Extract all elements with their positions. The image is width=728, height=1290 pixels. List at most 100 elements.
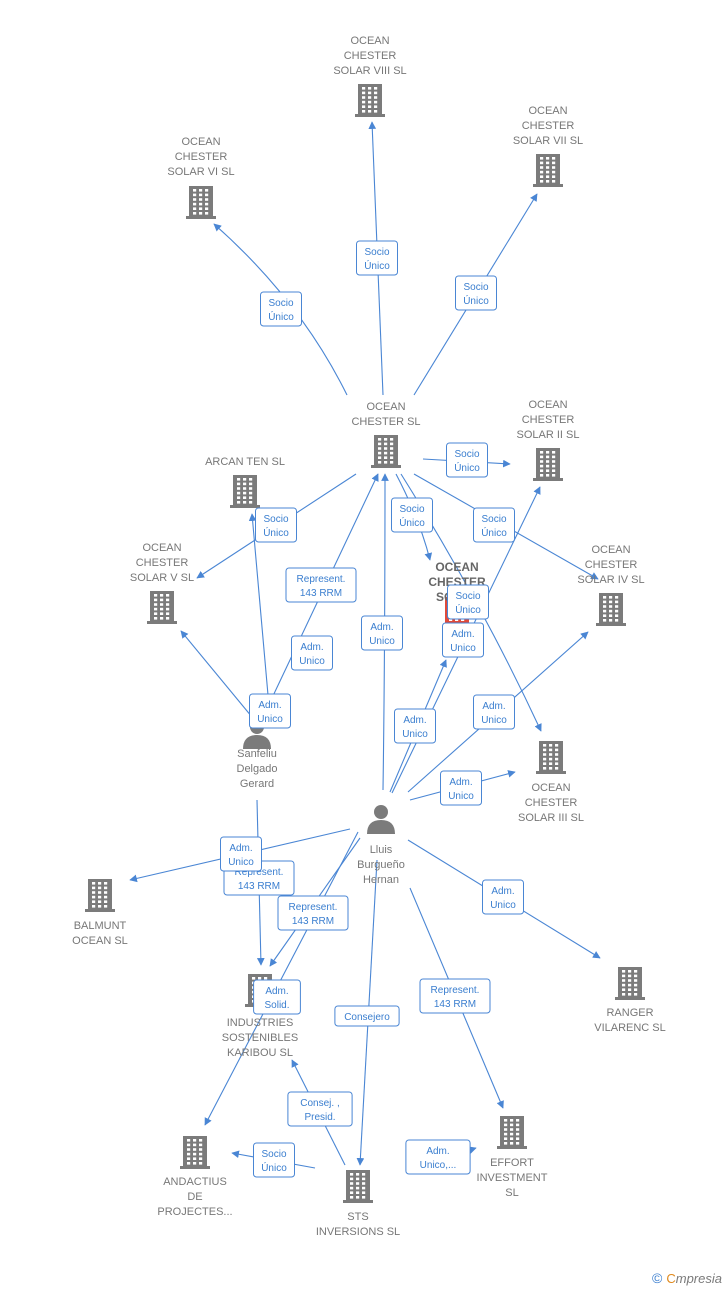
node-label-line: Hernan [363, 874, 399, 886]
copyright-symbol: © [652, 1270, 663, 1286]
edge-label-p_lluis-to-n_effort[interactable]: Represent.143 RRM [419, 978, 491, 1014]
node-label-line: Lluis [370, 844, 393, 856]
edge-label-text: Socio [455, 591, 480, 602]
node-label-line: Delgado [237, 763, 278, 775]
edge-label-p_lluis-to-n_i[interactable]: Adm.Unico [442, 622, 484, 658]
node-label-line: OCEAN [531, 782, 570, 794]
building-icon [371, 435, 401, 468]
node-label-line: DE [187, 1191, 202, 1203]
node-label-line: SOLAR III SL [518, 812, 584, 824]
node-label-line: OCEAN [435, 560, 478, 574]
building-icon [536, 741, 566, 774]
node-label-line: CHESTER [522, 120, 575, 132]
node-n_andactius[interactable]: ANDACTIUS DE PROJECTES... [157, 1136, 233, 1218]
edge-label-p_sanfeliu-to-n_arcan[interactable]: Adm.Unico [291, 635, 333, 671]
node-label-line: SOLAR IV SL [577, 574, 644, 586]
edge-label-p_lluis-to-n_iii[interactable]: Adm. Unico [440, 770, 482, 806]
edge-label-text: Unico [228, 857, 254, 868]
edge-label-p_sanfeliu-to-n_v[interactable]: Adm.Unico [249, 693, 291, 729]
building-icon [85, 879, 115, 912]
edge-p_sanfeliu-to-n_v [180, 630, 253, 718]
node-n_vii[interactable]: OCEAN CHESTER SOLAR VII SL [513, 105, 583, 187]
edge-label-text: Único [263, 526, 289, 539]
edge-label-p_lluis-to-n_karibou[interactable]: Represent.143 RRM [277, 895, 349, 931]
node-label-line: ARCAN TEN SL [205, 456, 285, 468]
edge-label-p_lluis-to-n_sts[interactable]: Consejero [334, 1005, 400, 1027]
building-icon [497, 1116, 527, 1149]
edge-label-text: Consej. , [300, 1098, 339, 1109]
edge-label-p_lluis-to-n_oc[interactable]: Adm.Unico [361, 615, 403, 651]
edge-label-text: Socio [364, 247, 389, 258]
edge-label-text: Adm. [491, 886, 514, 897]
node-label-line: PROJECTES... [157, 1206, 232, 1218]
edge-label-text: Único [399, 516, 425, 529]
edge-label-p_sanfeliu-to-n_oc[interactable]: Represent.143 RRM [285, 567, 357, 603]
edge-label-text: Socio [268, 298, 293, 309]
building-icon [180, 1136, 210, 1169]
edge-label-p_lluis-to-n_andactius[interactable]: Adm.Solid. [253, 979, 301, 1015]
edge-label-text: 143 RRM [238, 881, 280, 892]
building-icon [186, 186, 216, 219]
edge-label-p_lluis-to-n_ii[interactable]: Adm.Unico [394, 708, 436, 744]
node-label-line: SOLAR VI SL [167, 166, 234, 178]
footer-brand[interactable]: ©Cmpresia [652, 1270, 722, 1286]
node-label-line: OCEAN [528, 105, 567, 117]
node-n_arcan[interactable]: ARCAN TEN SL [205, 456, 285, 508]
edge-label-text: Unico [448, 791, 474, 802]
node-label-line: Sanfeliu [237, 748, 277, 760]
node-label-line: SOLAR VII SL [513, 135, 583, 147]
edge-label-text: Adm. [300, 642, 323, 653]
edge-label-p_lluis-to-n_ranger[interactable]: Adm.Unico [482, 879, 524, 915]
edge-p_lluis-to-n_andactius [204, 831, 359, 1126]
edge-label-text: Consejero [344, 1012, 390, 1023]
edge-label-text: Único [454, 461, 480, 474]
edge-label-text: Presid. [304, 1112, 335, 1123]
node-label-line: SL [505, 1187, 518, 1199]
node-label-line: OCEAN [142, 542, 181, 554]
edge-label-text: 143 RRM [300, 588, 342, 599]
edge-label-text: Socio [481, 514, 506, 525]
node-label-line: SOLAR V SL [130, 572, 194, 584]
node-label-line: BALMUNT [74, 920, 127, 932]
node-label-line: SOLAR VIII SL [333, 65, 406, 77]
node-label-line: OCEAN [591, 544, 630, 556]
edge-label-p_lluis-to-n_balmunt[interactable]: Adm.Unico [220, 836, 262, 872]
edge-label-text: Adm. [449, 777, 472, 788]
building-icon [615, 967, 645, 1000]
edge-label-text: Socio [454, 449, 479, 460]
node-label-line: CHESTER SL [351, 416, 420, 428]
edge-label-n_sts-to-n_karibou[interactable]: Consej. , Presid. [287, 1091, 353, 1127]
node-label-line: INVESTMENT [477, 1172, 548, 1184]
edge-label-text: Único [364, 259, 390, 272]
node-label-line: ANDACTIUS [163, 1176, 227, 1188]
edge-labels-layer: SocioÚnicoSocioÚnicoSocioÚnicoSocioÚnico… [220, 240, 524, 1178]
edge-label-n_sts-to-n_effort[interactable]: Adm.Unico,... [405, 1139, 471, 1175]
building-icon [343, 1170, 373, 1203]
edge-label-text: Adm. [265, 986, 288, 997]
edge-label-p_lluis-to-n_iv[interactable]: Adm.Unico [473, 694, 515, 730]
node-label-line: RANGER [606, 1007, 653, 1019]
